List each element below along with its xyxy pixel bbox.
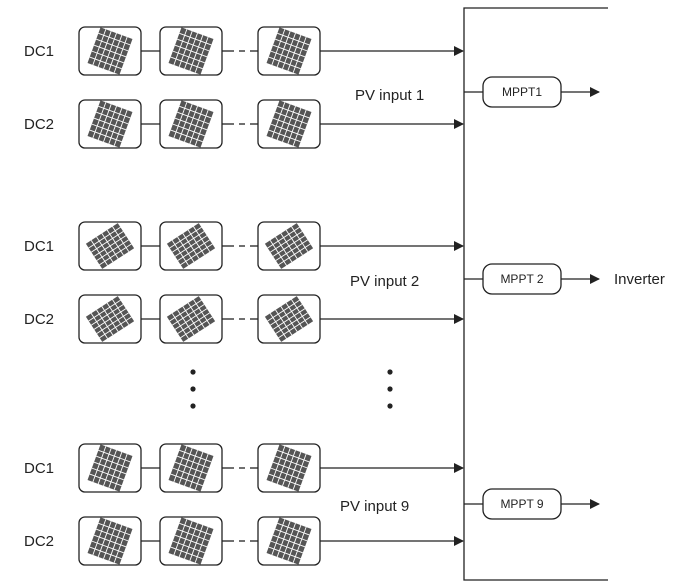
- dc-label: DC1: [24, 238, 54, 255]
- mppt-label: MPPT1: [502, 85, 542, 99]
- solar-panel-icon: [159, 516, 223, 566]
- dc-label: DC1: [24, 460, 54, 477]
- pv-input-label: PV input 2: [350, 273, 419, 290]
- inverter-label: Inverter: [614, 271, 665, 288]
- solar-panel-icon: [78, 99, 142, 149]
- pv-string-row: DC2: [24, 99, 464, 149]
- solar-panel-icon: [78, 26, 142, 76]
- solar-panel-icon: [257, 294, 321, 344]
- pv-string-row: DC2: [24, 516, 464, 566]
- mppt-block: MPPT 9: [464, 488, 600, 520]
- solar-panel-icon: [78, 294, 142, 344]
- mppt-block: MPPT 2: [464, 263, 600, 295]
- dc-label: DC2: [24, 311, 54, 328]
- mppt-label: MPPT 2: [500, 272, 543, 286]
- pv-string-row: DC1: [24, 443, 464, 493]
- mppt-label: MPPT 9: [500, 497, 543, 511]
- dc-label: DC2: [24, 116, 54, 133]
- pv-string-row: DC1: [24, 26, 464, 76]
- solar-panel-icon: [257, 516, 321, 566]
- solar-panel-icon: [257, 26, 321, 76]
- solar-panel-icon: [78, 443, 142, 493]
- pv-input-label: PV input 1: [355, 87, 424, 104]
- right-ellipsis: [387, 369, 393, 409]
- solar-panel-icon: [257, 99, 321, 149]
- solar-panel-icon: [257, 443, 321, 493]
- dc-label: DC1: [24, 43, 54, 60]
- mppt-block: MPPT1: [464, 76, 600, 108]
- pv-input-label: PV input 9: [340, 498, 409, 515]
- pv-string-row: DC1: [24, 221, 464, 271]
- solar-panel-icon: [159, 294, 223, 344]
- inverter-boundary: [463, 7, 608, 581]
- left-ellipsis: [190, 369, 196, 409]
- pv-string-row: DC2: [24, 294, 464, 344]
- dc-label: DC2: [24, 533, 54, 550]
- solar-panel-icon: [78, 221, 142, 271]
- solar-panel-icon: [159, 443, 223, 493]
- solar-panel-icon: [257, 221, 321, 271]
- solar-panel-icon: [159, 221, 223, 271]
- solar-panel-icon: [159, 99, 223, 149]
- solar-panel-icon: [159, 26, 223, 76]
- solar-panel-icon: [78, 516, 142, 566]
